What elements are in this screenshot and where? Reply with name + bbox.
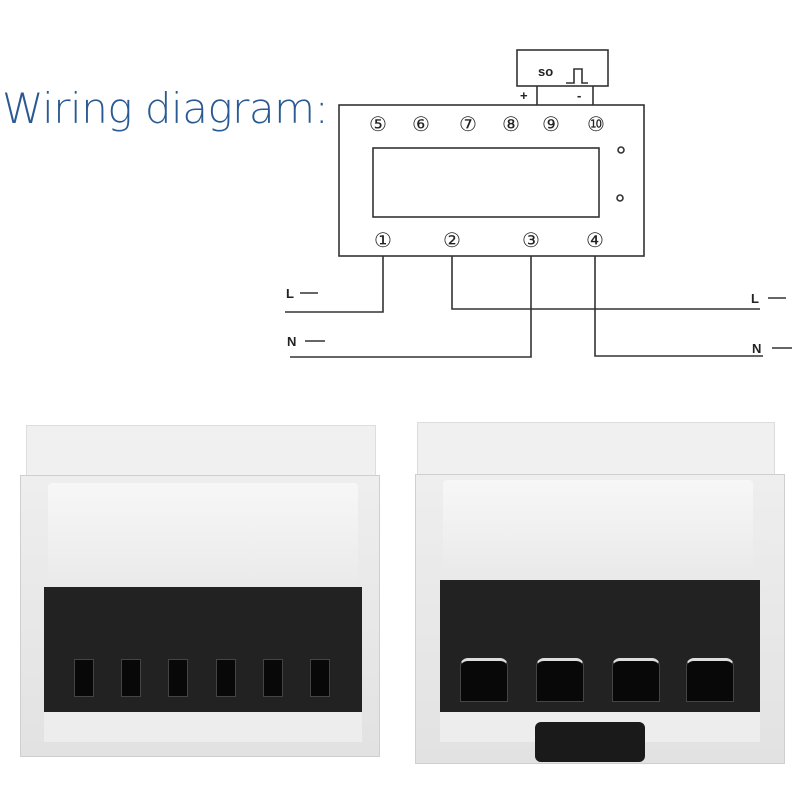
wire-1 bbox=[285, 256, 384, 313]
led-indicator bbox=[617, 146, 625, 154]
meter-photo-left bbox=[20, 425, 380, 757]
pulse-icon bbox=[566, 68, 588, 84]
wiring-diagram: so + - L N L N ⑤ ⑥ ⑦ ⑧ ⑨ ⑩ ① ② ③ ④ bbox=[285, 49, 792, 358]
terminal-4: ④ bbox=[586, 230, 604, 252]
terminal-5: ⑤ bbox=[369, 114, 387, 136]
meter-photo-right bbox=[415, 422, 785, 764]
led-indicator bbox=[616, 194, 624, 202]
terminal-10: ⑩ bbox=[587, 114, 605, 136]
arrows bbox=[300, 292, 792, 349]
right-n-label: N bbox=[752, 341, 761, 356]
meter-outline bbox=[338, 104, 645, 257]
terminal-block bbox=[440, 580, 760, 712]
left-n-label: N bbox=[287, 334, 296, 349]
wire-4 bbox=[594, 256, 763, 357]
terminal-9: ⑨ bbox=[542, 114, 560, 136]
plus-label: + bbox=[520, 88, 528, 103]
terminal-6: ⑥ bbox=[412, 114, 430, 136]
wire-3 bbox=[290, 256, 532, 358]
wire-2 bbox=[451, 256, 760, 310]
din-clip bbox=[535, 722, 645, 762]
terminal-block bbox=[44, 587, 362, 712]
terminal-3: ③ bbox=[522, 230, 540, 252]
wiring-diagram-title: Wiring diagram: bbox=[2, 84, 329, 133]
pulse-label: so bbox=[538, 64, 553, 79]
display-window bbox=[372, 147, 600, 218]
pulse-output-box bbox=[516, 49, 609, 87]
right-l-label: L bbox=[751, 291, 759, 306]
terminal-1: ① bbox=[374, 230, 392, 252]
minus-label: - bbox=[577, 88, 581, 103]
left-l-label: L bbox=[286, 286, 294, 301]
pulse-leads bbox=[536, 86, 594, 105]
terminal-7: ⑦ bbox=[459, 114, 477, 136]
terminal-8: ⑧ bbox=[502, 114, 520, 136]
terminal-2: ② bbox=[443, 230, 461, 252]
